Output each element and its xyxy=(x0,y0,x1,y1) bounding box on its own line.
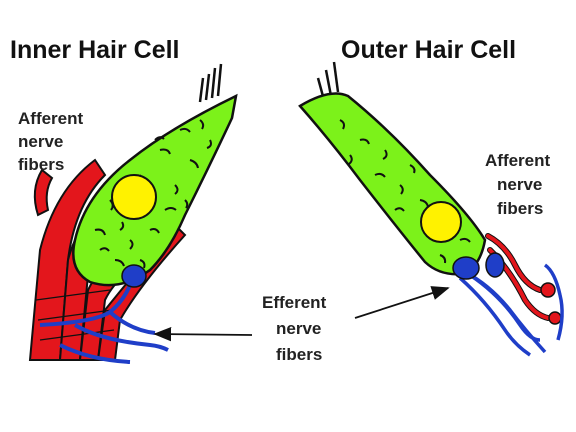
outer-hair-cell xyxy=(298,61,564,357)
afferent-inner-line-3: fibers xyxy=(18,155,64,174)
efferent-line-3: fibers xyxy=(276,345,322,364)
afferent-outer-line-1: Afferent xyxy=(485,151,551,170)
efferent-line-2: nerve xyxy=(276,319,321,338)
outer-cell-body xyxy=(298,92,487,276)
outer-afferent-bouton-2 xyxy=(548,311,562,325)
efferent-arrow-outer xyxy=(354,286,450,319)
afferent-label-inner: Afferent nerve fibers xyxy=(18,109,84,174)
efferent-label: Efferent nerve fibers xyxy=(262,293,327,364)
efferent-line-1: Efferent xyxy=(262,293,327,312)
inner-efferent-fibers xyxy=(39,279,169,364)
inner-nucleus xyxy=(111,174,157,220)
afferent-outer-line-3: fibers xyxy=(497,199,543,218)
inner-stereocilia xyxy=(198,63,223,103)
inner-efferent-terminal xyxy=(121,264,147,288)
afferent-inner-line-2: nerve xyxy=(18,132,63,151)
afferent-inner-line-1: Afferent xyxy=(18,109,84,128)
afferent-label-outer: Afferent nerve fibers xyxy=(485,151,551,218)
outer-hair-cell-title: Outer Hair Cell xyxy=(341,36,516,64)
outer-nucleus xyxy=(420,201,462,243)
outer-efferent-terminal xyxy=(452,256,480,280)
afferent-outer-line-2: nerve xyxy=(497,175,542,194)
inner-organelles xyxy=(94,119,212,269)
outer-afferent-bouton-1 xyxy=(540,282,556,298)
outer-efferent-fibers xyxy=(458,263,564,357)
efferent-arrow-inner xyxy=(153,326,253,342)
inner-hair-cell-title: Inner Hair Cell xyxy=(10,36,180,64)
inner-hair-cell xyxy=(28,63,238,364)
outer-efferent-terminal-2 xyxy=(485,252,505,278)
